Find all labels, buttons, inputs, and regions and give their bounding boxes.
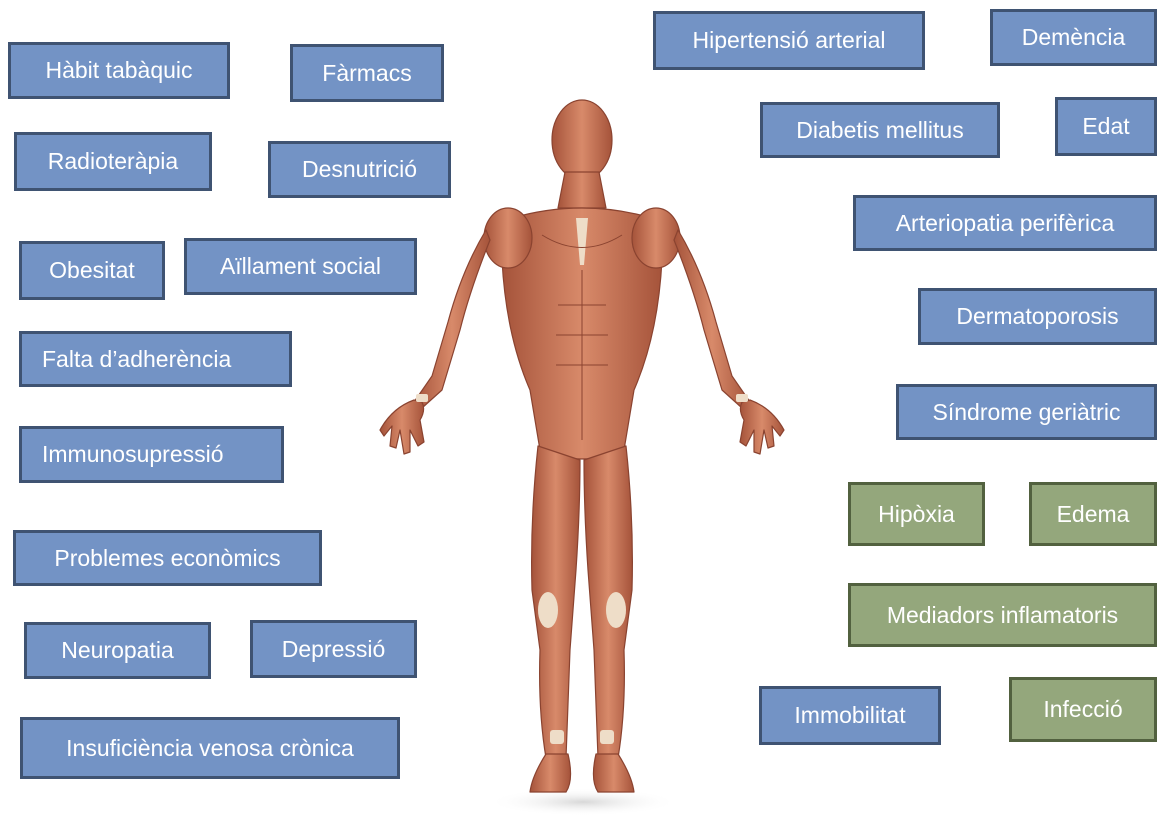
factor-label: Hàbit tabàquic <box>45 59 192 82</box>
factor-insuficiencia-venosa: Insuficiència venosa crònica <box>20 717 400 779</box>
factor-label: Radioteràpia <box>48 150 178 173</box>
factor-mediadors-inflamatoris: Mediadors inflamatoris <box>848 583 1157 647</box>
factor-label: Hipertensió arterial <box>692 29 885 52</box>
factor-edema: Edema <box>1029 482 1157 546</box>
factor-label: Infecció <box>1043 698 1122 721</box>
factor-label: Demència <box>1022 26 1126 49</box>
factor-dermatoporosis: Dermatoporosis <box>918 288 1157 345</box>
factor-habit-tabaquic: Hàbit tabàquic <box>8 42 230 99</box>
factor-edat: Edat <box>1055 97 1157 156</box>
factor-problemes-economics: Problemes econòmics <box>13 530 322 586</box>
factor-label: Fàrmacs <box>322 62 411 85</box>
human-muscle-anatomy-figure-icon <box>362 90 812 818</box>
factor-label: Arteriopatia perifèrica <box>896 212 1115 235</box>
factor-label: Diabetis mellitus <box>796 119 963 142</box>
factor-label: Dermatoporosis <box>956 305 1118 328</box>
factor-obesitat: Obesitat <box>19 241 165 300</box>
factor-label: Mediadors inflamatoris <box>887 604 1118 627</box>
factor-label: Neuropatia <box>61 639 174 662</box>
factor-label: Hipòxia <box>878 503 955 526</box>
factor-label: Edema <box>1057 503 1130 526</box>
factor-radioterapia: Radioteràpia <box>14 132 212 191</box>
factor-falta-adherencia: Falta d’adherència <box>19 331 292 387</box>
factor-infeccio: Infecció <box>1009 677 1157 742</box>
factor-hipoxia: Hipòxia <box>848 482 985 546</box>
factor-label: Problemes econòmics <box>54 547 280 570</box>
factor-label: Insuficiència venosa crònica <box>66 737 354 760</box>
factor-hipertensio-arterial: Hipertensió arterial <box>653 11 925 70</box>
factor-label: Immunosupressió <box>42 443 224 466</box>
factor-neuropatia: Neuropatia <box>24 622 211 679</box>
factor-label: Falta d’adherència <box>42 348 231 371</box>
factor-label: Aïllament social <box>220 255 381 278</box>
factor-label: Síndrome geriàtric <box>933 401 1121 424</box>
factor-label: Edat <box>1082 115 1129 138</box>
factor-label: Obesitat <box>49 259 135 282</box>
factor-arteriopatia-periferica: Arteriopatia perifèrica <box>853 195 1157 251</box>
factor-immunosupressio: Immunosupressió <box>19 426 284 483</box>
factor-sindrome-geriatric: Síndrome geriàtric <box>896 384 1157 440</box>
factor-demencia: Demència <box>990 9 1157 66</box>
